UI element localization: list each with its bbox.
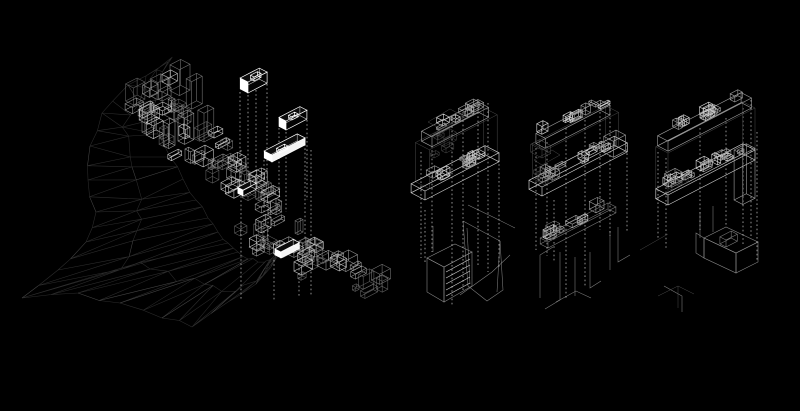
- site-axonometric: [21, 56, 391, 328]
- building-volumes: [528, 99, 629, 197]
- building-volumes: [410, 98, 500, 201]
- debris-fragments: [427, 108, 464, 159]
- projection-lines: [535, 105, 628, 300]
- exploded-axon-1: [410, 98, 516, 305]
- exploded-fragments: [237, 67, 308, 259]
- debris-fragments: [533, 149, 561, 185]
- building-volumes: [655, 89, 756, 206]
- building-cluster: [124, 59, 391, 299]
- projection-lines: [420, 103, 500, 305]
- ground-fragments: [426, 204, 516, 303]
- ground-fragments: [539, 197, 631, 310]
- projection-lines: [657, 100, 758, 262]
- exploded-axon-3: [639, 89, 759, 312]
- exploded-axon-2: [528, 99, 631, 310]
- debris-fragments: [639, 175, 695, 308]
